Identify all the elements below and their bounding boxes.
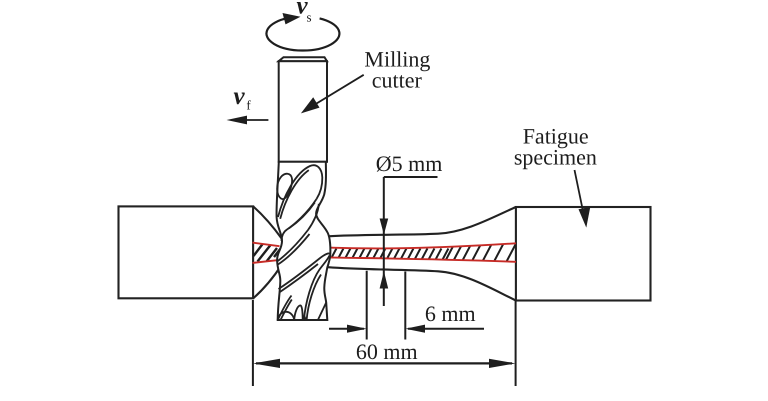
svg-text:Ø5 mm: Ø5 mm [376,151,443,176]
svg-text:s: s [306,10,311,25]
svg-text:v: v [296,0,308,20]
svg-text:60 mm: 60 mm [356,339,418,364]
svg-text:cutter: cutter [372,68,423,93]
svg-text:v: v [233,83,245,110]
svg-text:Milling: Milling [364,47,430,72]
svg-text:specimen: specimen [514,144,597,169]
svg-text:Fatigue: Fatigue [523,124,589,149]
svg-text:6 mm: 6 mm [425,301,476,326]
svg-text:f: f [246,98,251,113]
